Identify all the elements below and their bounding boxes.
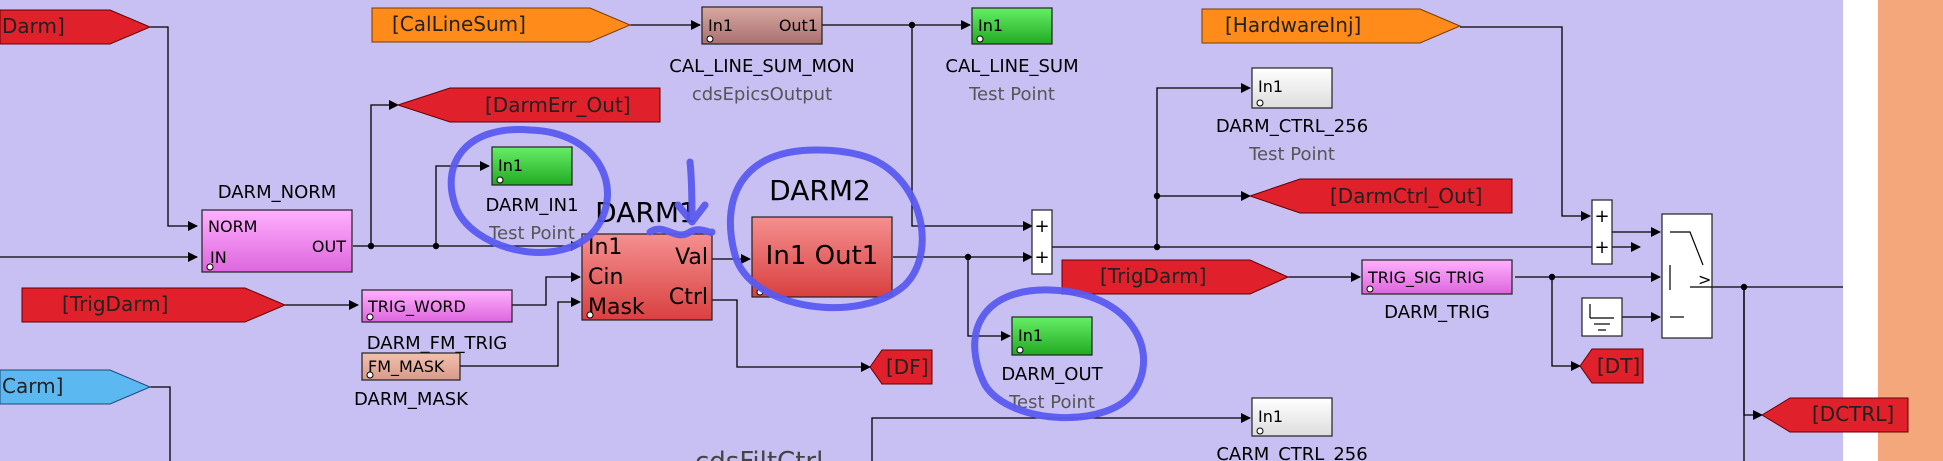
trig-darm-left-label: [TrigDarm]: [62, 292, 168, 316]
darm-in1-subtitle: Test Point: [488, 223, 575, 244]
darm1-cin-port: Cin: [588, 265, 623, 290]
junction-dots: [367, 21, 1748, 291]
darm-ctrl-256-block[interactable]: In1 DARM_CTRL_256 Test Point: [1216, 67, 1368, 165]
sum-block-2[interactable]: + +: [1591, 199, 1613, 265]
df-label: [DF]: [886, 355, 929, 379]
dctrl-label: [DCTRL]: [1812, 402, 1894, 426]
darm-fm-trig-block[interactable]: TRIG_WORD DARM_FM_TRIG: [361, 289, 513, 354]
sum-block-1[interactable]: + +: [1031, 209, 1053, 275]
annotation-squiggle: [646, 225, 716, 239]
darm-goto-label: Darm]: [2, 14, 65, 38]
darm-norm-out-port: OUT: [312, 237, 346, 256]
darm-norm-in-port: IN: [210, 248, 227, 267]
dt-goto-tag[interactable]: [DT]: [1579, 348, 1644, 384]
darm-ctrl-out-label: [DarmCtrl_Out]: [1330, 184, 1482, 208]
annotation-circle-darm-in1: [447, 126, 611, 256]
sum2-plus-2: +: [1594, 237, 1609, 258]
darm1-val-port: Val: [675, 245, 708, 270]
darm-norm-name: DARM_NORM: [218, 182, 337, 203]
sum1-plus-2: +: [1034, 247, 1049, 268]
trig-darm-from-tag-left[interactable]: [TrigDarm]: [21, 287, 287, 323]
dctrl-goto-tag[interactable]: [DCTRL]: [1761, 397, 1909, 433]
darm-ctrl-out-goto-tag[interactable]: [DarmCtrl_Out]: [1248, 178, 1513, 214]
darm1-mask-port: Mask: [588, 295, 645, 320]
carm-ctrl-256-block[interactable]: In1 CARM_CTRL_256: [1216, 397, 1368, 461]
cds-filt-ctrl-label: cdsFiltCtrl: [695, 447, 823, 461]
darm-err-out-goto-tag[interactable]: [DarmErr_Out]: [396, 87, 661, 123]
darm-goto-tag[interactable]: Darm]: [0, 9, 152, 45]
fm-trig-label: TRIG_WORD: [367, 297, 466, 317]
cal-tp-name: CAL_LINE_SUM: [945, 56, 1078, 77]
annotation-circle-darm-out: [971, 286, 1148, 421]
darm-out-port: In1: [1018, 326, 1043, 345]
carm-from-tag[interactable]: Carm]: [0, 369, 152, 405]
darm1-in1-port: In1: [588, 235, 622, 260]
right-white-strip: [1843, 0, 1878, 461]
cal-line-sum-testpoint[interactable]: In1 CAL_LINE_SUM Test Point: [945, 7, 1079, 105]
trig-darm-right-label: [TrigDarm]: [1100, 264, 1206, 288]
dt-label: [DT]: [1597, 354, 1640, 378]
ground-icon: [1581, 297, 1623, 337]
mon-in-port: In1: [708, 16, 733, 35]
right-panel: [1878, 0, 1943, 461]
mask-name: DARM_MASK: [354, 389, 469, 410]
darm-in1-name: DARM_IN1: [485, 195, 578, 216]
hardware-inj-from-tag[interactable]: [HardwareInj]: [1201, 8, 1462, 44]
signal-lines: [0, 20, 1843, 461]
cal-tp-in-port: In1: [978, 16, 1003, 35]
annotation-arrow-down: [674, 158, 709, 226]
darm1-ctrl-port: Ctrl: [669, 285, 708, 310]
darm-mask-block[interactable]: FM_MASK DARM_MASK: [354, 352, 469, 410]
annotation-circle-darm2: [726, 146, 926, 312]
hardware-inj-label: [HardwareInj]: [1225, 13, 1361, 37]
sum2-plus-1: +: [1594, 206, 1609, 227]
darm-out-subtitle: Test Point: [1008, 392, 1095, 413]
ctrl256-subtitle: Test Point: [1248, 144, 1335, 165]
cal-tp-subtitle: Test Point: [968, 84, 1055, 105]
darm-out-testpoint[interactable]: In1 DARM_OUT Test Point: [1001, 316, 1104, 413]
mon-out-port: Out1: [779, 16, 818, 35]
darm-in1-port: In1: [498, 156, 523, 175]
darm-trig-block[interactable]: TRIG_SIG TRIG DARM_TRIG: [1361, 259, 1513, 323]
cal-line-sum-mon-block[interactable]: In1 Out1 CAL_LINE_SUM_MON cdsEpicsOutput: [669, 6, 855, 105]
cal-line-sum-label: [CalLineSum]: [392, 12, 526, 36]
darm-in1-testpoint[interactable]: In1 DARM_IN1 Test Point: [485, 146, 579, 244]
mask-label: FM_MASK: [368, 357, 445, 377]
darm-err-out-label: [DarmErr_Out]: [485, 93, 631, 117]
ctrl256-name: DARM_CTRL_256: [1216, 116, 1368, 137]
carm256-name: CARM_CTRL_256: [1216, 444, 1367, 461]
fm-trig-name: DARM_FM_TRIG: [367, 333, 508, 354]
darm-trig-name: DARM_TRIG: [1384, 302, 1490, 323]
darm-trig-label: TRIG_SIG TRIG: [1367, 268, 1484, 288]
switch-operator: >: [1698, 270, 1711, 289]
darm1-block[interactable]: DARM1 In1 Cin Mask Val Ctrl: [581, 196, 713, 321]
trig-darm-from-tag-right[interactable]: [TrigDarm]: [1061, 259, 1290, 295]
ctrl256-in-port: In1: [1258, 77, 1283, 96]
darm2-ports: In1 Out1: [766, 241, 879, 271]
darm-out-name: DARM_OUT: [1001, 364, 1103, 385]
library-link-icons: [206, 35, 1374, 435]
carm256-in-port: In1: [1258, 407, 1283, 426]
mon-subtitle: cdsEpicsOutput: [692, 84, 832, 105]
darm2-block[interactable]: DARM2 In1 Out1: [751, 174, 893, 298]
mon-name: CAL_LINE_SUM_MON: [669, 56, 854, 77]
sum1-plus-1: +: [1034, 216, 1049, 237]
darm-norm-block[interactable]: DARM_NORM NORM IN OUT: [201, 182, 353, 273]
darm-norm-norm-port: NORM: [208, 217, 257, 236]
hand-drawn-annotations: [447, 126, 1148, 421]
df-goto-tag[interactable]: [DF]: [869, 349, 933, 385]
switch-block[interactable]: >: [1661, 213, 1713, 339]
darm2-title: DARM2: [769, 174, 871, 207]
cal-line-sum-from-tag[interactable]: [CalLineSum]: [371, 7, 632, 43]
carm-label: Carm]: [2, 374, 63, 398]
